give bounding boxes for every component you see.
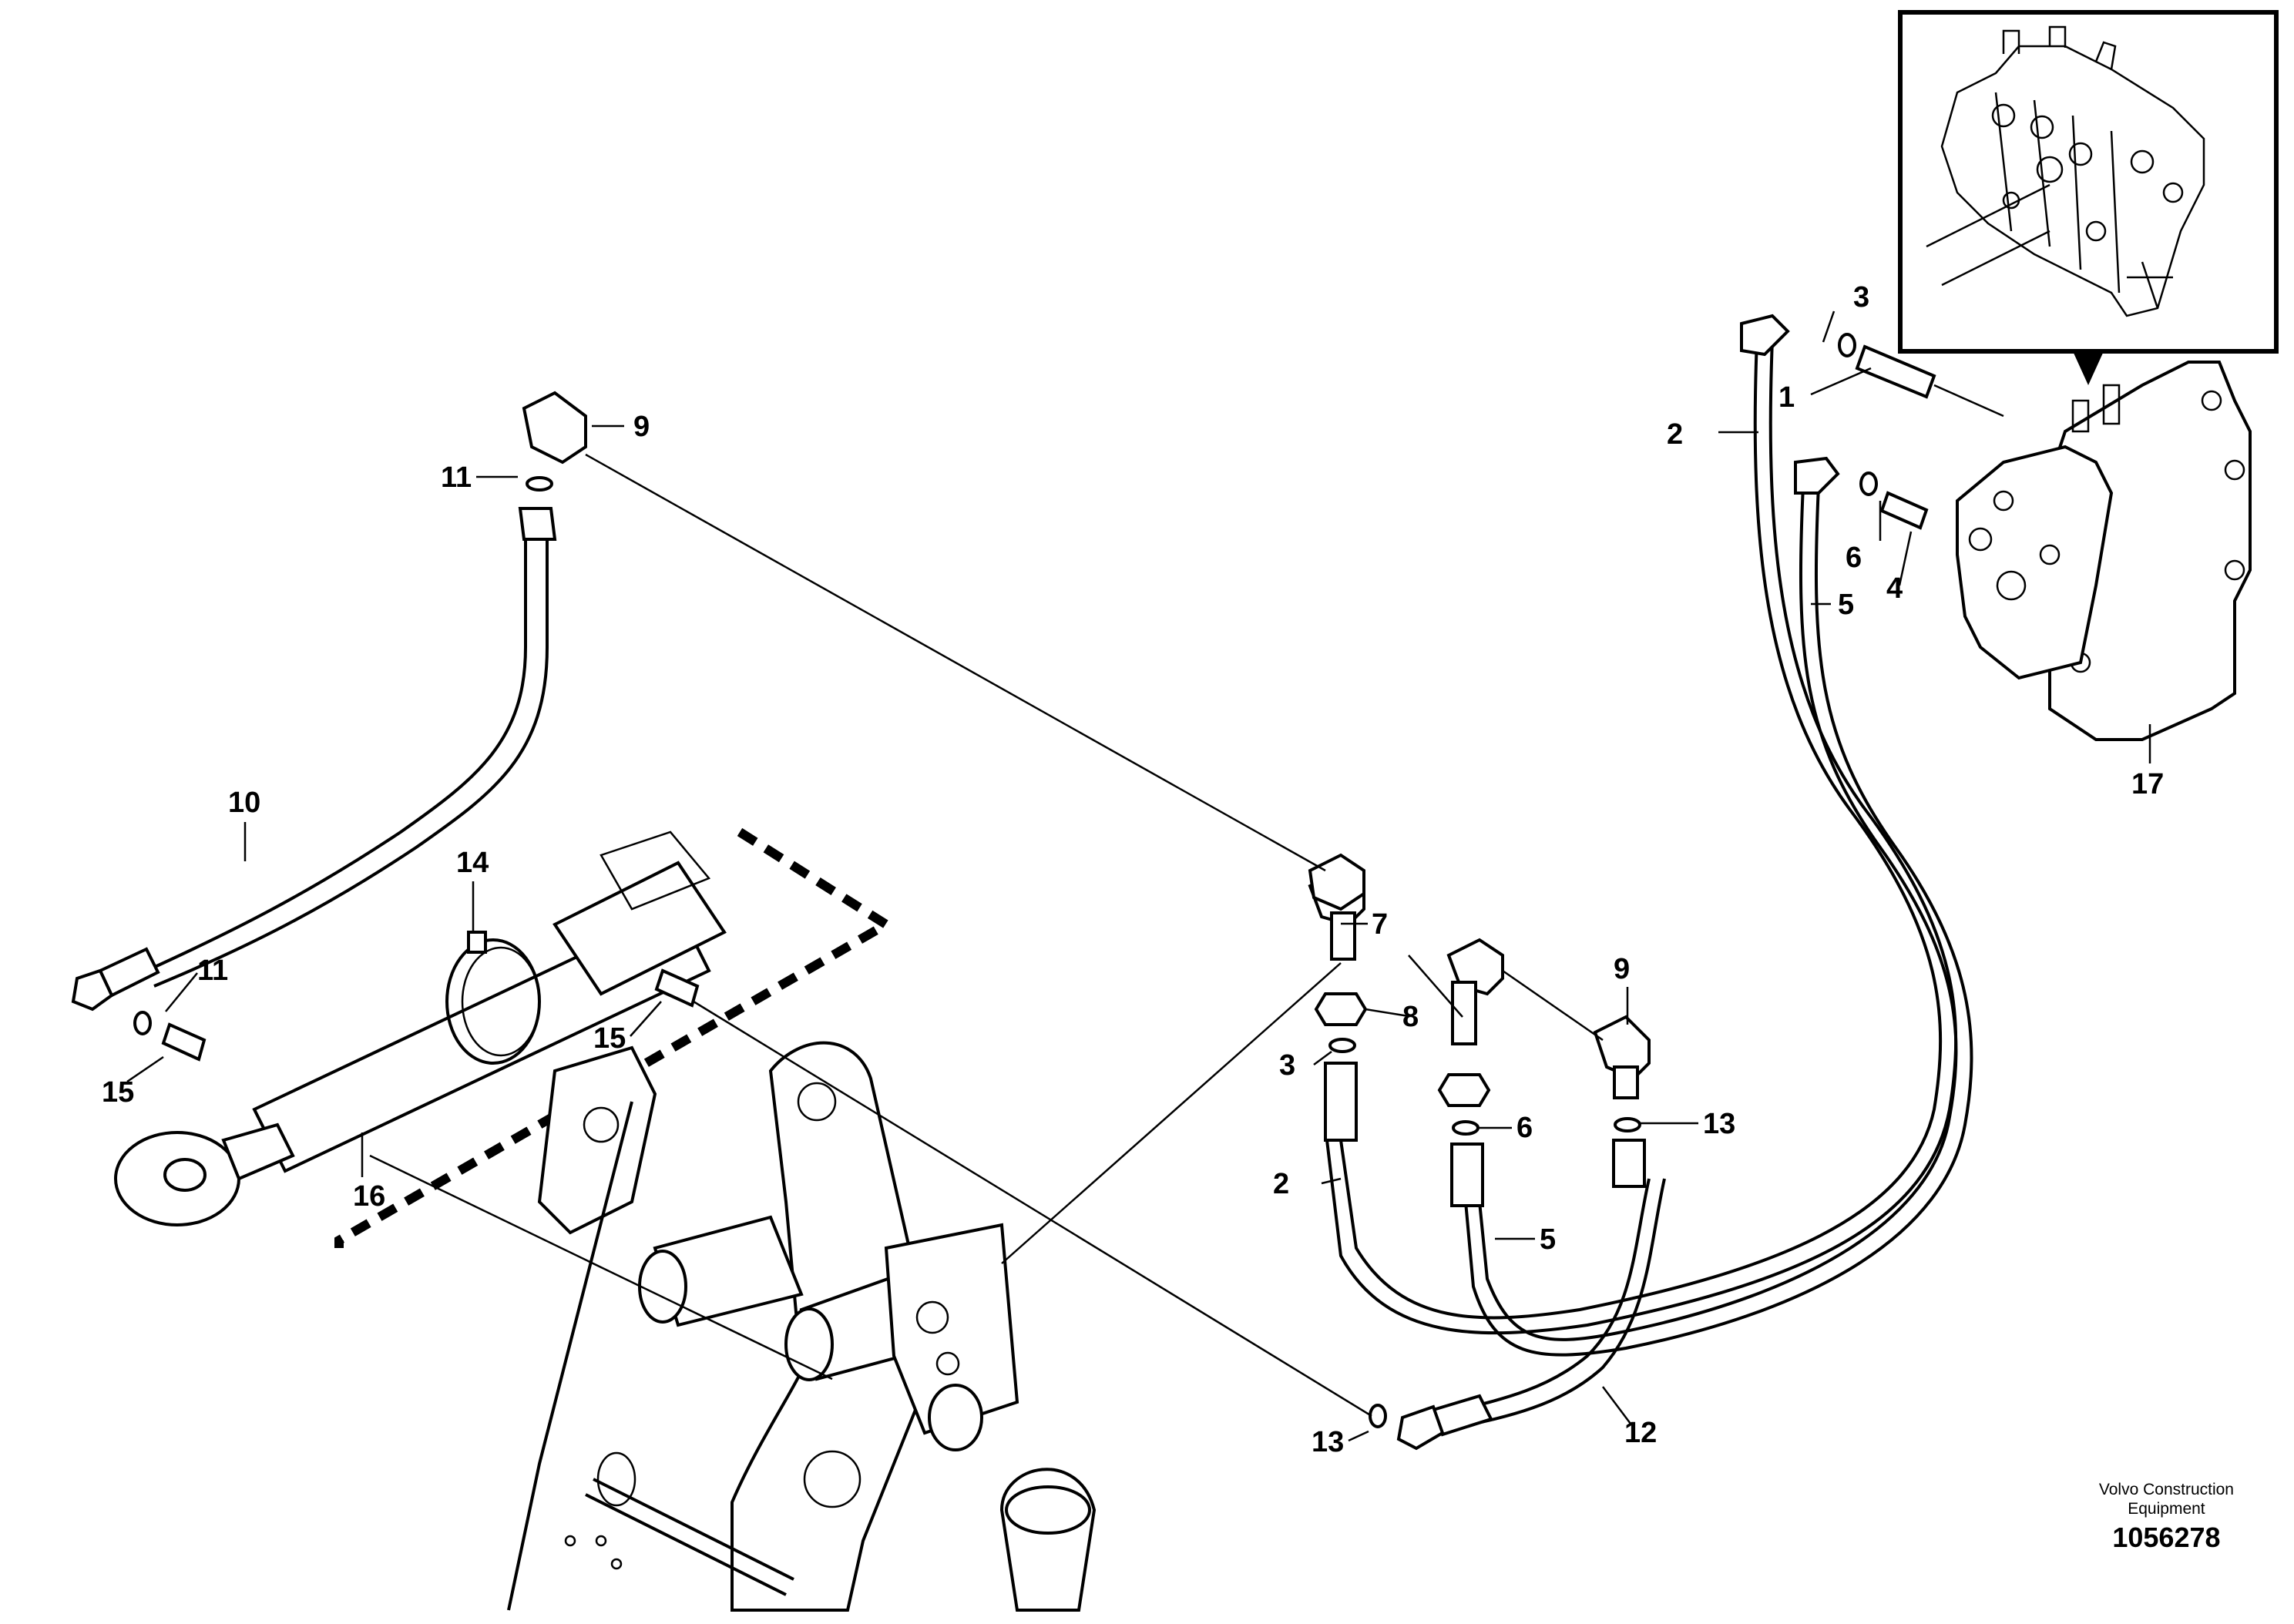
hose-end-5-lower [1450,1143,1484,1207]
clamp-14 [445,931,541,1065]
callout-10: 10 [228,787,260,819]
nut-8-left [1314,992,1368,1026]
callout-4: 4 [1886,572,1903,605]
leader-lines [126,310,2151,1442]
callout-6-lower: 6 [1516,1112,1533,1144]
washer-13-lower [1369,1404,1387,1428]
washer-13-upper [1614,1117,1641,1132]
callout-9-left: 9 [633,411,650,443]
elbow-9-left [522,391,587,465]
drawing-number: 1056278 [2112,1522,2221,1553]
washer-6-upper [1859,471,1878,496]
mounting-frame-outline [334,827,895,1248]
hose-10 [71,507,557,1012]
credit-line-2: Equipment [2128,1500,2205,1518]
callout-14: 14 [456,847,489,879]
washer-6-lower [1452,1120,1480,1136]
callout-12: 12 [1624,1417,1657,1449]
fitting-4 [1879,491,1929,530]
callout-15-left: 15 [102,1076,134,1109]
callout-8: 8 [1402,1001,1419,1033]
hydraulic-cylinder-16 [114,830,727,1226]
callout-1: 1 [1778,381,1795,414]
callout-5-upper: 5 [1838,589,1854,621]
callout-17: 17 [2131,768,2164,800]
nut-8-right [1437,1073,1491,1107]
callout-13-upper: 13 [1703,1108,1735,1140]
callout-9-right: 9 [1614,953,1630,985]
fitting-15-left [161,1022,207,1062]
callout-3-upper: 3 [1853,281,1869,314]
callout-11-upper: 11 [441,461,472,494]
washer-11-upper [526,476,553,492]
callout-3-lower: 3 [1279,1049,1295,1082]
callout-5-lower: 5 [1540,1223,1556,1256]
machine-frame [507,1041,1097,1612]
callout-11-lower: 11 [197,955,228,987]
washer-11-lower [133,1011,152,1035]
elbow-7-right [1446,938,1504,1045]
callout-2-upper: 2 [1667,418,1683,451]
publisher-credit: Volvo Construction Equipment 1056278 [2099,1480,2234,1554]
fitting-1 [1855,344,2004,418]
inset-detail-box [1898,10,2279,385]
hose-12 [1396,1178,1666,1451]
inset-control-valve [1926,25,2205,317]
callout-15-right: 15 [593,1022,626,1055]
hose-end-2-lower [1324,1062,1358,1142]
washer-3-lower [1328,1038,1356,1053]
washer-3-upper [1838,333,1856,357]
callout-labels: 3 1 2 6 4 5 17 9 11 10 14 11 15 15 16 7 … [102,281,2164,1458]
hose-5-long [1464,456,1973,1357]
callout-2-lower: 2 [1273,1168,1289,1200]
fitting-15-right [654,968,700,1008]
hose-end-12-upper [1612,1139,1646,1188]
control-valve [1956,384,2121,680]
callout-6-upper: 6 [1846,542,1862,574]
credit-line-1: Volvo Construction [2098,1481,2234,1498]
callout-13-lower: 13 [1312,1426,1344,1458]
callout-16: 16 [353,1180,385,1213]
elbow-9-right [1593,1015,1651,1099]
callout-7: 7 [1372,908,1388,941]
